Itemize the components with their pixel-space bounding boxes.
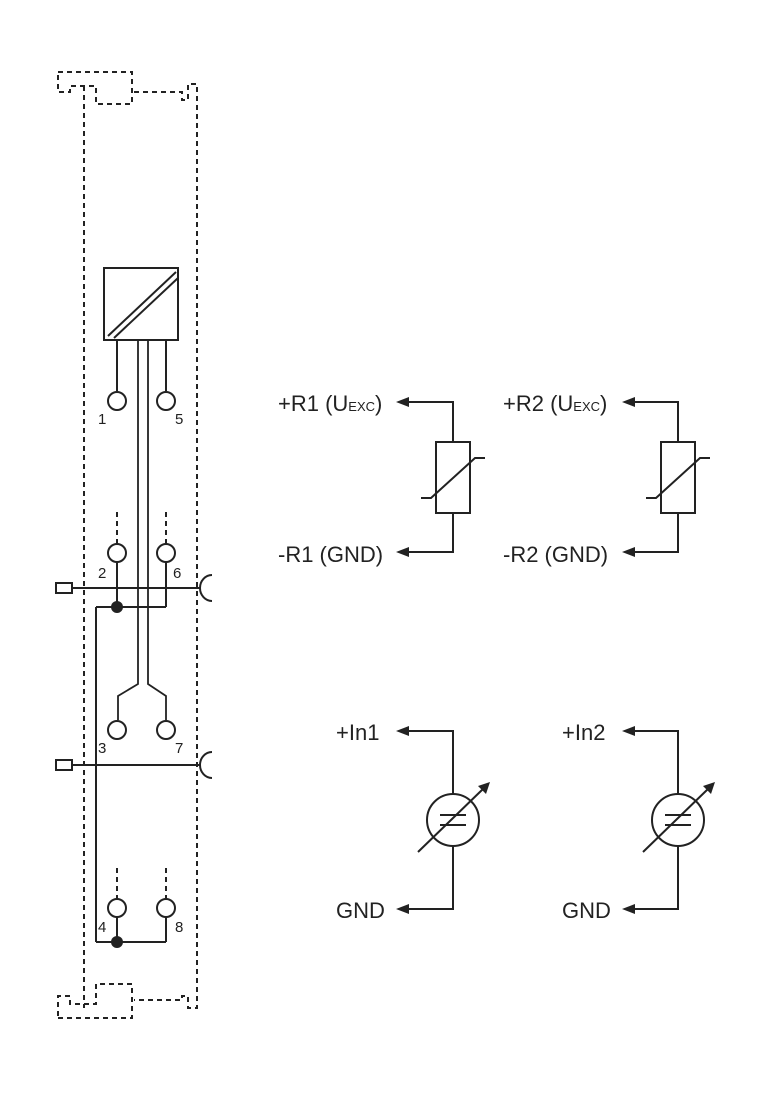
terminal-point-icon [107, 391, 176, 918]
ground-wiring [95, 562, 167, 948]
terminal-number: 2 [98, 565, 106, 582]
in1-gnd-label: GND [336, 898, 385, 923]
in2-plus-label: +In2 [562, 720, 605, 745]
module-housing [57, 71, 198, 1019]
power-contacts [55, 574, 213, 779]
r1-minus-label: -R1 (GND) [278, 542, 383, 567]
thermistor-icon [646, 441, 710, 514]
thermistor-channel-1: +R1 (UEXC) -R1 (GND) [278, 391, 485, 567]
thermistor-channel-2: +R2 (UEXC) -R2 (GND) [503, 391, 710, 567]
ad-converter-icon [103, 267, 179, 341]
current-input-channel-2: +In2 GND [562, 720, 715, 923]
current-input-channel-1: +In1 GND [336, 720, 490, 923]
r1-plus-label: +R1 (UEXC) [278, 391, 382, 416]
terminal-number: 3 [98, 740, 106, 757]
terminal-number: 1 [98, 411, 106, 428]
junction-dot-icon [111, 601, 123, 613]
terminal-number: 7 [175, 740, 183, 757]
terminal-number: 5 [175, 411, 183, 428]
terminal-number: 8 [175, 919, 183, 936]
terminal-number: 4 [98, 919, 106, 936]
terminal-number: 6 [173, 565, 181, 582]
terminal-numbers: 1 5 2 6 3 7 4 8 [98, 411, 183, 936]
in1-plus-label: +In1 [336, 720, 379, 745]
thermistor-icon [421, 441, 485, 514]
r2-plus-label: +R2 (UEXC) [503, 391, 607, 416]
in2-gnd-label: GND [562, 898, 611, 923]
junction-dot-icon [111, 936, 123, 948]
r2-minus-label: -R2 (GND) [503, 542, 608, 567]
signal-wires [117, 340, 167, 720]
